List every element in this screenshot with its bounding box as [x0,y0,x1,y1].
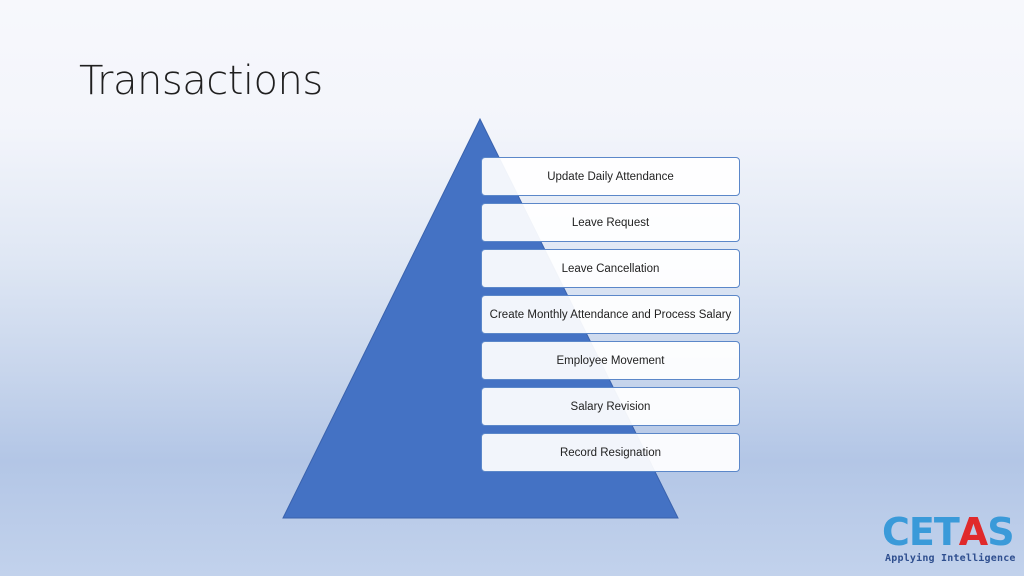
logo-tagline: Applying Intelligence [885,553,1016,564]
logo-word-mid: A [958,510,988,554]
pyramid-item-label: Leave Cancellation [561,262,660,275]
pyramid-item-label: Update Daily Attendance [547,170,674,183]
pyramid-item-leave-request[interactable]: Leave Request [481,203,740,242]
pyramid-item-label: Salary Revision [570,400,651,413]
slide-title: Transactions [79,58,323,104]
pyramid-item-label: Create Monthly Attendance and Process Sa… [489,308,732,321]
pyramid-item-label: Employee Movement [556,354,665,367]
pyramid-item-record-resignation[interactable]: Record Resignation [481,433,740,472]
pyramid-item-label: Leave Request [571,216,650,229]
pyramid-item-monthly-attendance-salary[interactable]: Create Monthly Attendance and Process Sa… [481,295,740,334]
pyramid-item-update-daily-attendance[interactable]: Update Daily Attendance [481,157,740,196]
logo-word-right: S [987,510,1014,554]
pyramid-item-label: Record Resignation [559,446,661,459]
logo-word-left: CET [882,510,960,554]
pyramid-item-employee-movement[interactable]: Employee Movement [481,341,740,380]
pyramid-item-leave-cancellation[interactable]: Leave Cancellation [481,249,740,288]
pyramid-item-salary-revision[interactable]: Salary Revision [481,387,740,426]
